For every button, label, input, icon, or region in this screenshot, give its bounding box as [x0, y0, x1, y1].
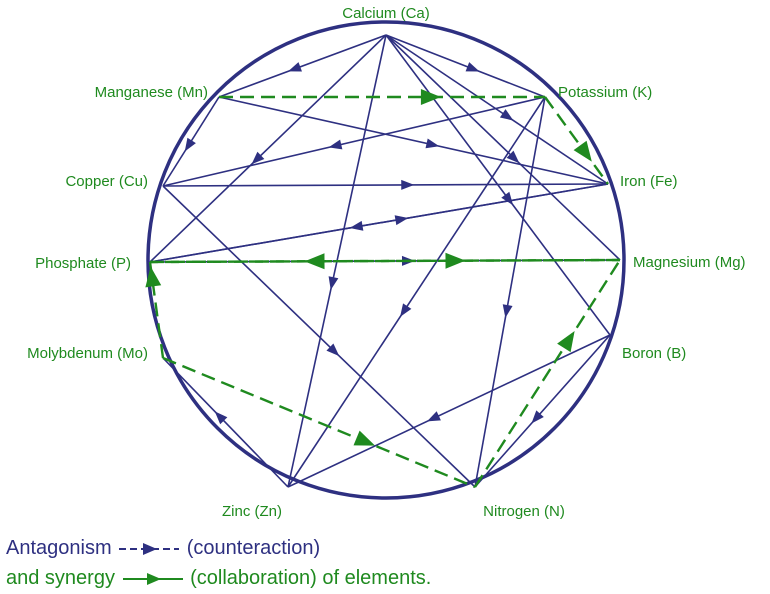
label-mg: Magnesium (Mg) — [633, 254, 746, 271]
synergy-arrow-p-mg — [445, 252, 466, 269]
legend-synergy: and synergy (collaboration) of elements. — [6, 567, 431, 590]
legend-synergy-arrow-icon — [122, 572, 183, 585]
antagonism-line-ca-k — [385, 34, 546, 98]
antagonism-line-cu-n — [162, 185, 476, 488]
synergy-line-n-mg — [473, 259, 622, 488]
synergy-arrow-n-mg — [557, 331, 575, 353]
synergy-edges — [145, 89, 622, 489]
antagonism-line-ca-mn — [218, 34, 387, 98]
legend-antagonism-prefix: Antagonism — [6, 537, 112, 559]
antagonism-line-ca-mg — [385, 34, 621, 261]
antagonism-arrow-b-zn — [427, 411, 441, 422]
label-b: Boron (B) — [622, 345, 686, 362]
antagonism-line-k-zn — [287, 96, 546, 488]
antagonism-line-ca-fe — [385, 34, 609, 185]
antagonism-arrow-cu-n — [326, 343, 340, 357]
antagonism-line-cu-fe — [162, 183, 609, 187]
antagonism-arrow-ca-zn — [328, 276, 339, 290]
antagonism-arrow-p-fe — [394, 215, 409, 226]
antagonism-line-k-cu — [162, 96, 546, 187]
label-p: Phosphate (P) — [35, 255, 131, 272]
synergy-line-mo-n — [162, 356, 476, 489]
legend-antagonism-arrow-icon — [119, 542, 180, 555]
legend-antagonism: Antagonism (counteraction) — [6, 537, 320, 560]
synergy-arrow-k-fe — [573, 140, 592, 162]
antagonism-arrow-fe-p — [349, 220, 364, 231]
legend-synergy-prefix: and synergy — [6, 567, 115, 589]
label-n: Nitrogen (N) — [483, 503, 565, 520]
antagonism-line-k-n — [474, 96, 546, 488]
antagonism-line-b-zn — [287, 334, 611, 488]
label-k: Potassium (K) — [558, 84, 652, 101]
synergy-arrow-mo-p — [145, 266, 162, 288]
antagonism-line-zn-mo — [162, 357, 289, 488]
antagonism-line-ca-p — [149, 34, 387, 263]
outer-circle — [146, 20, 626, 500]
label-fe: Iron (Fe) — [620, 173, 678, 190]
synergy-arrow-mn-k — [420, 89, 441, 105]
antagonism-arrow-ca-p — [251, 151, 265, 165]
synergy-line-p-mg — [149, 258, 621, 264]
element-labels: Calcium (Ca) Potassium (K) Iron (Fe) Magnes… — [27, 5, 745, 520]
antagonism-arrow-b-n — [531, 410, 544, 424]
antagonism-line-fe-p — [149, 183, 609, 263]
label-mn: Manganese (Mn) — [95, 84, 208, 101]
antagonism-arrow-mn-cu — [184, 137, 196, 152]
legend-synergy-suffix: (collaboration) of elements. — [190, 567, 432, 589]
antagonism-arrow-ca-fe — [499, 109, 514, 121]
label-mo: Molybdenum (Mo) — [27, 345, 148, 362]
antagonism-arrow-k-n — [502, 304, 513, 318]
antagonism-arrow-zn-mo — [214, 411, 228, 425]
antagonism-arrow-ca-k — [465, 62, 480, 72]
antagonism-line-b-n — [474, 334, 611, 488]
label-cu: Copper (Cu) — [65, 173, 148, 190]
antagonism-arrow-k-zn — [400, 303, 412, 317]
antagonism-arrow-cu-fe — [401, 179, 415, 190]
label-zn: Zinc (Zn) — [222, 503, 282, 520]
label-ca: Calcium (Ca) — [342, 5, 430, 22]
synergy-line-k-fe — [544, 96, 609, 185]
antagonism-arrow-ca-b — [501, 191, 514, 206]
antagonism-line-mn-fe — [218, 96, 609, 185]
antagonism-arrow-k-cu — [328, 139, 343, 150]
synergy-arrow-mg-p — [304, 253, 325, 270]
legend-antagonism-suffix: (counteraction) — [186, 537, 321, 559]
antagonism-arrow-ca-mg — [506, 150, 520, 164]
antagonism-arrow-ca-mn — [288, 62, 302, 72]
antagonism-arrow-mn-fe — [425, 138, 440, 149]
synergy-arrow-mo-n — [353, 430, 376, 446]
synergy-line-mo-p — [148, 261, 165, 359]
